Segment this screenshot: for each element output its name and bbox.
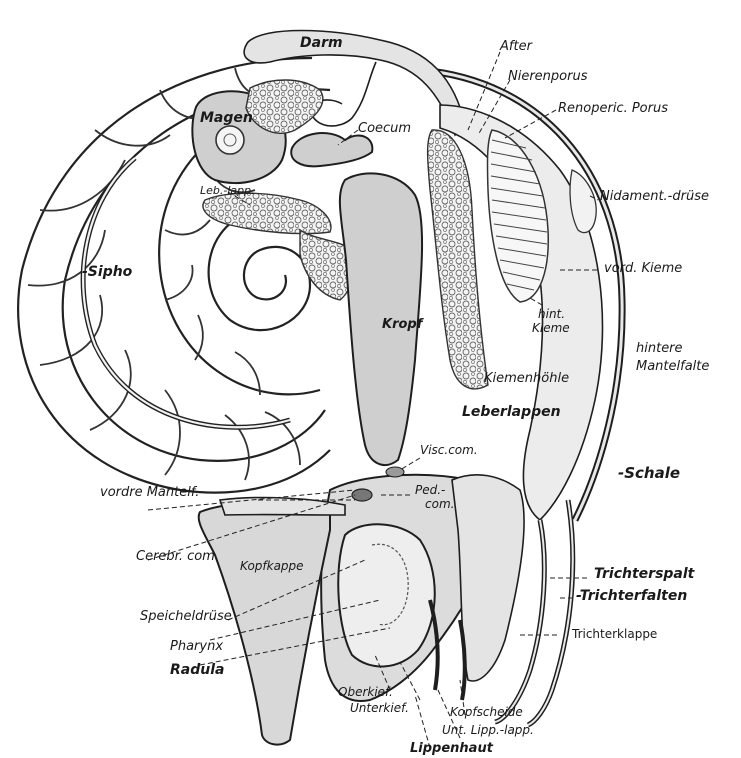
label-magen: Magen bbox=[200, 110, 253, 126]
label-ped-com-2: com. bbox=[425, 497, 454, 511]
visceral-commissure bbox=[386, 467, 404, 477]
label-hint-kieme-2: Kieme bbox=[532, 321, 570, 335]
label-kopfkappe: Kopfkappe bbox=[240, 559, 304, 573]
label-visc-com: Visc.com. bbox=[420, 443, 478, 457]
label-vord-kieme: vord. Kieme bbox=[604, 261, 682, 276]
label-after: After bbox=[499, 39, 534, 54]
liver-lobe-left bbox=[203, 193, 331, 233]
buccal-mass bbox=[338, 524, 435, 666]
label-hint-kieme-1: hint. bbox=[538, 307, 565, 321]
label-sipho: -Sipho bbox=[82, 264, 133, 280]
label-renoperic-porus: Renoperic. Porus bbox=[558, 101, 668, 116]
label-leb-lapp: Leb.-lapp. bbox=[200, 184, 255, 197]
label-schale: -Schale bbox=[618, 464, 680, 482]
label-darm: Darm bbox=[300, 35, 343, 51]
label-kopfscheide: Kopfscheide bbox=[450, 705, 523, 719]
coecum bbox=[291, 133, 372, 166]
trichterfalte-2 bbox=[528, 500, 573, 725]
label-lippenhaut: Lippenhaut bbox=[410, 741, 494, 756]
label-unterkief: Unterkief. bbox=[350, 701, 409, 715]
leberlappen-liver bbox=[428, 130, 488, 389]
label-trichterklappe: Trichterklappe bbox=[571, 627, 657, 641]
label-nidament-druese: Nidament.-drüse bbox=[600, 189, 709, 204]
organs bbox=[192, 31, 602, 745]
septum bbox=[40, 295, 102, 365]
label-hintere-mantelfalte-2: Mantelfalte bbox=[636, 359, 709, 374]
septum bbox=[90, 350, 131, 430]
septum bbox=[235, 352, 260, 395]
stomach-gizzard bbox=[216, 126, 244, 154]
septum bbox=[165, 265, 193, 300]
label-kiemenhoehle: Kiemenhöhle bbox=[484, 371, 569, 386]
label-unt-lipp-lapp: Unt. Lipp.-lapp. bbox=[442, 723, 534, 737]
septum bbox=[95, 130, 170, 146]
label-cerebr-com: Cerebr. com. bbox=[136, 549, 219, 564]
septum bbox=[165, 390, 180, 475]
septum bbox=[165, 220, 210, 235]
label-hintere-mantelfalte-1: hintere bbox=[636, 341, 683, 356]
label-oberkief: Oberkief. bbox=[338, 685, 393, 699]
label-ped-com-1: Ped.- bbox=[415, 483, 445, 497]
label-pharynx: Pharynx bbox=[170, 639, 223, 654]
label-coecum: Coecum bbox=[358, 121, 411, 136]
label-nierenporus: Nierenporus bbox=[508, 69, 588, 84]
label-kropf: Kropf bbox=[382, 317, 425, 332]
label-radula: Radula bbox=[170, 662, 224, 678]
label-speicheldruese: Speicheldrüse bbox=[140, 609, 232, 624]
liver-lobe-upper bbox=[246, 80, 323, 133]
label-trichterspalt: Trichterspalt bbox=[594, 566, 696, 582]
label-trichterfalten: -Trichterfalten bbox=[576, 588, 687, 604]
label-leberlappen: Leberlappen bbox=[462, 404, 561, 420]
label-vordre-mantelf: vordre Mantelf. bbox=[100, 485, 199, 500]
